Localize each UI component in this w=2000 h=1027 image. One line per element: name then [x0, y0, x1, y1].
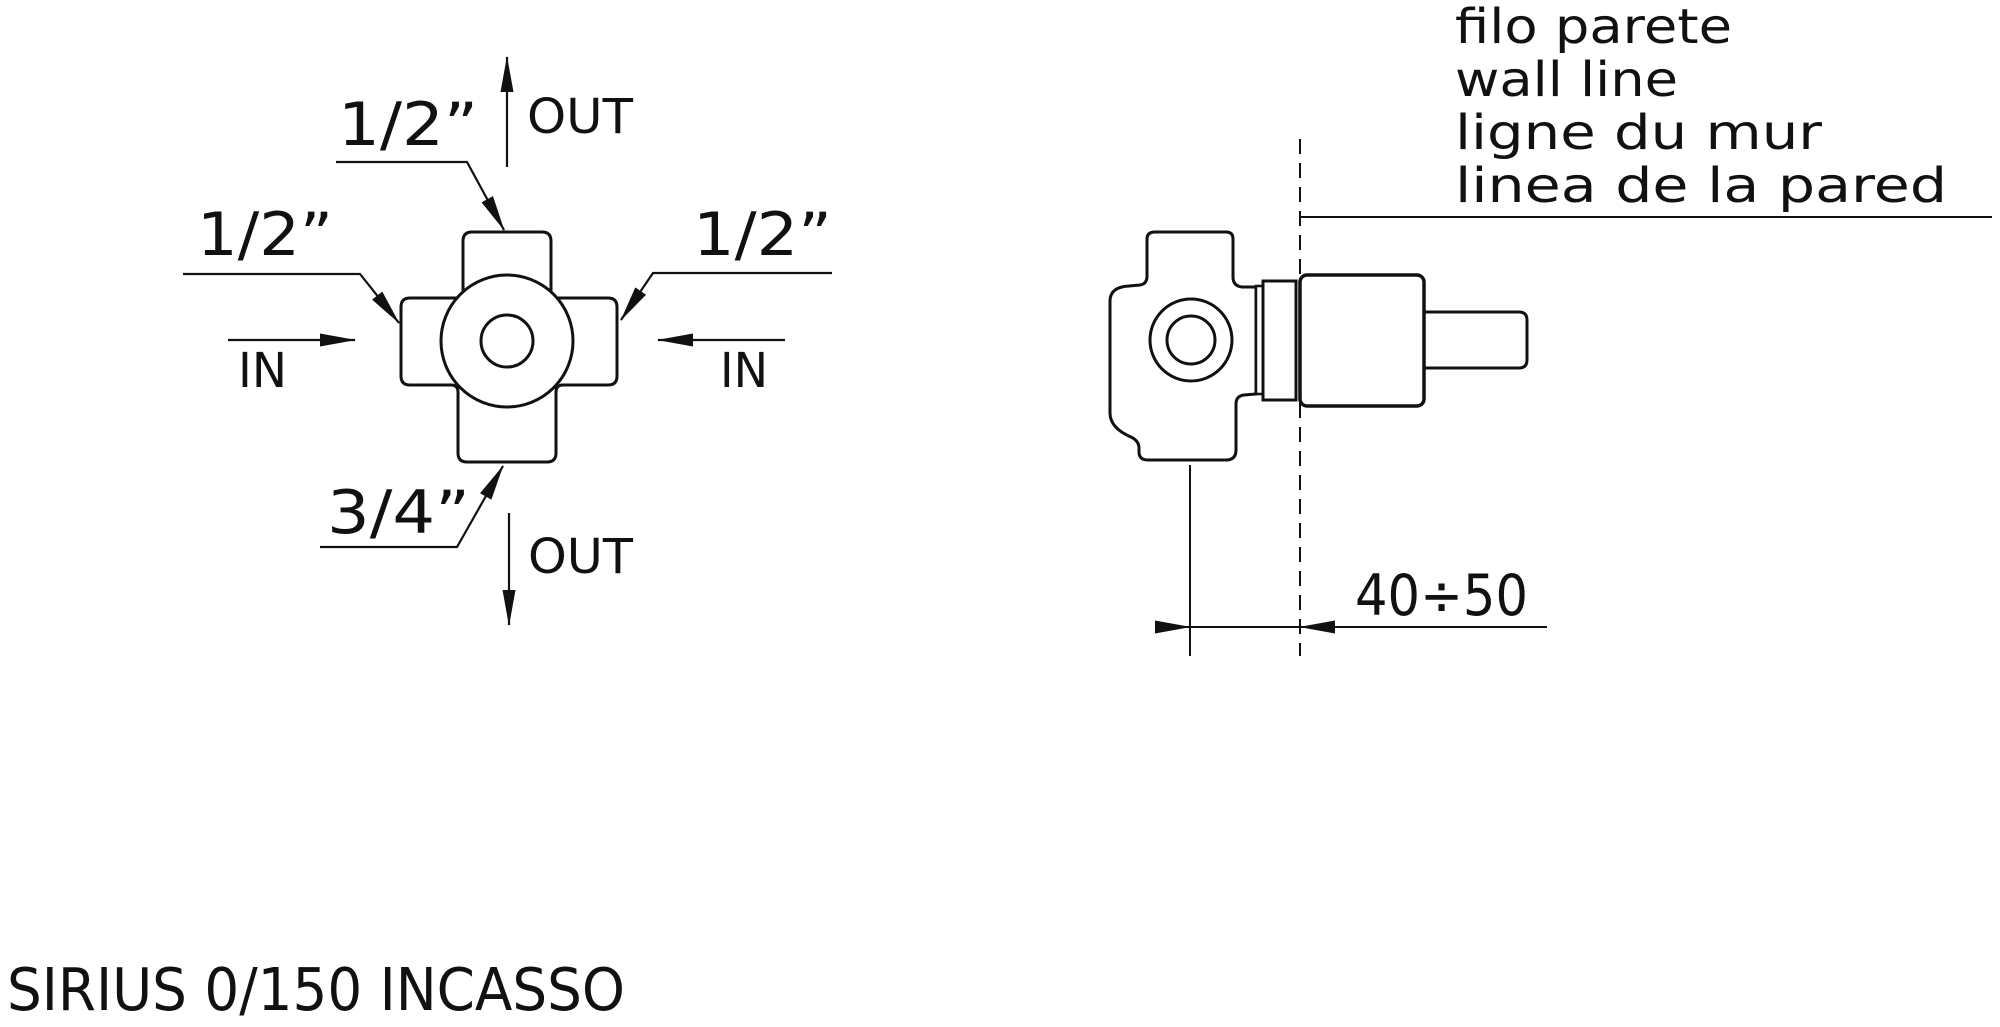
leader-top-port — [336, 160, 505, 231]
side-view: 40÷50 filo parete wall line ligne du mur… — [1108, 0, 1992, 656]
label-wall-line-en: wall line — [1455, 52, 1678, 108]
label-out-top: OUT — [527, 89, 634, 145]
drawing-title: SIRIUS 0/150 INCASSO — [7, 955, 625, 1024]
label-out-bottom: OUT — [528, 529, 634, 585]
label-left-port-size: 1/2” — [197, 200, 333, 270]
label-bottom-port-size: 3/4” — [327, 478, 470, 548]
label-in-right: IN — [720, 343, 768, 399]
label-right-port-size: 1/2” — [693, 200, 832, 270]
side-port-inner-circle — [1165, 314, 1217, 366]
stem-circle — [479, 313, 535, 369]
label-wall-line-fr: ligne du mur — [1455, 105, 1822, 161]
flange-ring-wide — [1261, 279, 1298, 402]
label-wall-line-es: linea de la pared — [1455, 158, 1947, 214]
leader-bottom-port — [320, 465, 504, 549]
leader-left-port — [183, 272, 400, 324]
cartridge-body — [1298, 273, 1426, 408]
label-wall-line-it: filo parete — [1455, 0, 1732, 55]
valve-stem — [1422, 310, 1529, 370]
label-wall-distance: 40÷50 — [1355, 563, 1528, 629]
label-in-left: IN — [238, 343, 287, 399]
leader-right-port — [620, 271, 832, 321]
front-view: 1/2” 1/2” 1/2” 3/4” OUT OUT IN IN — [183, 56, 832, 626]
label-top-port-size: 1/2” — [338, 90, 478, 160]
